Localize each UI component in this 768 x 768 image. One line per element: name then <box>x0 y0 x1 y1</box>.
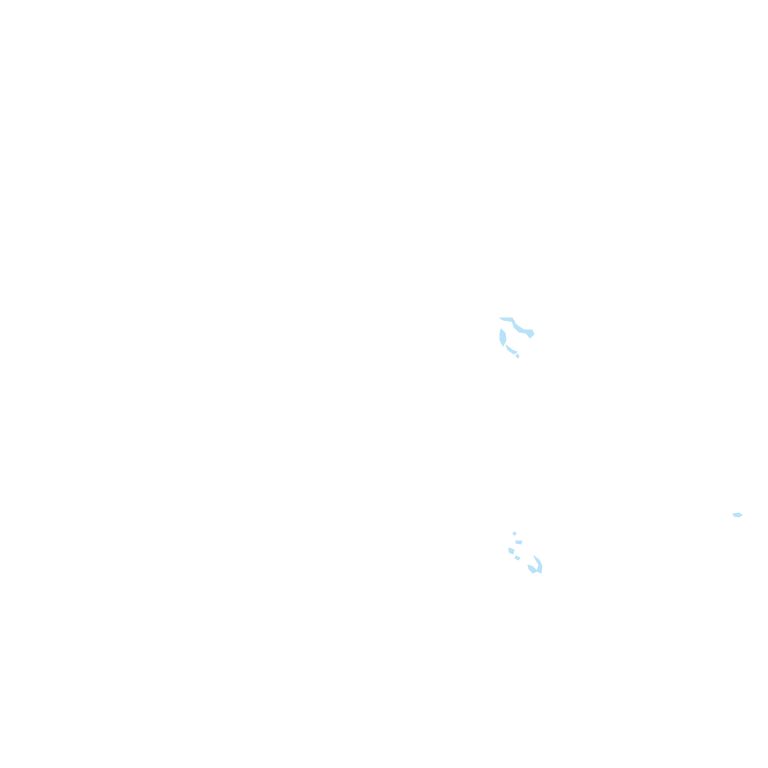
water-fragment <box>515 353 520 359</box>
water-fragment <box>505 344 518 355</box>
water-fragment <box>533 555 543 574</box>
water-fragment <box>499 328 507 347</box>
water-fragment <box>527 564 538 574</box>
water-fragment <box>515 540 523 545</box>
water-fragment <box>512 531 517 536</box>
water-fragment <box>511 320 535 339</box>
water-fragment <box>514 555 521 561</box>
water-body-south <box>508 531 543 574</box>
water-body-north <box>499 317 535 359</box>
water-fragment <box>508 547 515 555</box>
water-body-east <box>732 512 743 518</box>
water-fragment <box>732 512 743 518</box>
